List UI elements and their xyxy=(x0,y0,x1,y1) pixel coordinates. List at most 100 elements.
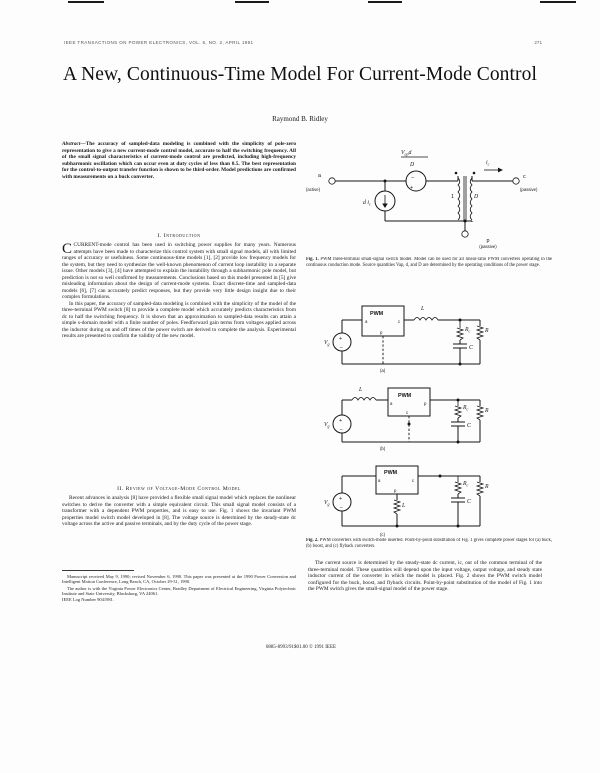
crop-mark xyxy=(368,1,402,3)
figure-1-p-labels: p (passive) xyxy=(458,238,518,249)
subfigure-label-b: (b) xyxy=(380,446,386,451)
terminal-p-node xyxy=(461,230,469,238)
label-terminal-a-sub: (active) xyxy=(306,187,321,192)
section-2-heading: II. Review of Voltage-Mode Control Model xyxy=(62,486,296,492)
pwm-node-a-b: a xyxy=(390,401,393,406)
section-1-number: I. xyxy=(157,233,162,239)
esr-c xyxy=(453,476,463,495)
transformer-primary xyxy=(457,177,461,221)
label-terminal-p-sub: (passive) xyxy=(479,244,497,249)
dropcap: C xyxy=(62,241,73,257)
label-turns-primary: 1 xyxy=(451,194,454,200)
junction-dot xyxy=(407,422,411,426)
label-vsource-value: Vapd xyxy=(401,150,412,157)
label-terminal-c-sub: (passive) xyxy=(520,187,538,192)
footnote-item: IEEE Log Number 9041981. xyxy=(62,597,114,603)
label-inductor-a: L xyxy=(420,306,424,312)
pwm-node-p-a: p xyxy=(380,330,383,335)
figure-2-caption-label: Fig. 2. xyxy=(306,538,319,543)
label-source-b: Vg xyxy=(324,422,330,429)
figure-1-caption-text: PWM three-terminal small-signal switch m… xyxy=(306,257,552,268)
subfigure-label-c: (c) xyxy=(380,532,386,537)
figure-2-caption-text: PWM converters with switch-mode inserted… xyxy=(306,538,553,549)
figure-1-caption-label: Fig. 1. xyxy=(306,257,319,262)
pwm-node-a-c: a xyxy=(378,478,381,483)
figure-1-schematic: a (active) − + Vapd D xyxy=(306,150,538,238)
voltage-source-symbol xyxy=(405,170,427,192)
figure-2a-buck: + − Vg PWM a c p L xyxy=(324,305,489,373)
section-1-heading: I. Introduction xyxy=(62,233,296,239)
junction-dot xyxy=(438,474,442,478)
label-vsource-denominator: D xyxy=(409,162,415,168)
inductor-b xyxy=(351,397,377,401)
label-source-a: Vg xyxy=(324,340,330,347)
section-1-p2: In this paper, the accuracy of sampled-d… xyxy=(62,300,296,340)
section-review: II. Review of Voltage-Mode Control Model… xyxy=(62,478,296,528)
crop-mark xyxy=(68,1,104,3)
figure-2: + − Vg PWM a c p L xyxy=(320,298,550,552)
label-terminal-c: c xyxy=(523,174,526,180)
pwm-label-b: PWM xyxy=(398,393,412,399)
abstract-label: Abstract— xyxy=(62,141,86,147)
label-esr-c: Rc xyxy=(462,481,469,488)
pwm-label-a: PWM xyxy=(370,311,384,317)
right-column-continuation: The current source is determined by the … xyxy=(308,560,542,593)
label-load-b: R xyxy=(484,408,489,414)
paragraph: In this paper, the accuracy of sampled-d… xyxy=(62,301,296,340)
footnotes: Manuscript received May 9, 1990; revised… xyxy=(62,574,296,603)
page-title: A New, Continuous-Time Model For Current… xyxy=(62,64,537,85)
load-b xyxy=(475,405,485,421)
subfigure-label-a: (a) xyxy=(380,368,386,373)
paragraph: Recent advances in analysis [8] have pro… xyxy=(62,495,296,528)
label-current-ic: ic xyxy=(486,160,490,167)
journal-header: IEEE TRANSACTIONS ON POWER ELECTRONICS, … xyxy=(64,40,254,45)
transformer-dot-primary xyxy=(454,171,458,175)
abstract: Abstract—The accuracy of sampled-data mo… xyxy=(62,141,296,180)
label-esr-b: Rc xyxy=(462,405,469,412)
copyright-line: 0885-8993/91$01.00 © 1991 IEEE xyxy=(265,645,337,650)
transformer-dot-secondary xyxy=(472,171,476,175)
source-polarity-plus-c: + xyxy=(339,496,342,502)
isource-arrow-head xyxy=(382,203,388,208)
terminal-a-node xyxy=(328,177,336,185)
label-source-c: Vg xyxy=(324,500,330,507)
section-1-title: Introduction xyxy=(163,233,201,239)
figure-2b-boost: + − Vg L PWM a p c xyxy=(324,387,489,451)
source-polarity-minus-b: − xyxy=(340,427,343,433)
current-ic-arrow-head xyxy=(498,167,503,173)
section-2-p1: Recent advances in analysis [8] have pro… xyxy=(62,495,296,527)
figure-2-caption: Fig. 2. PWM converters with switch-mode … xyxy=(306,538,552,549)
label-capacitor-b: C xyxy=(467,423,471,429)
pwm-node-a-a: a xyxy=(365,319,368,324)
inductor-c xyxy=(392,499,402,515)
label-capacitor-a: C xyxy=(469,345,473,351)
footnote-rule xyxy=(62,570,134,571)
figure-1-caption: Fig. 1. PWM three-terminal small-signal … xyxy=(306,257,552,268)
footnote-item: Manuscript received May 9, 1990; revised… xyxy=(62,574,296,585)
pwm-node-c-b: c xyxy=(406,410,409,415)
source-polarity-plus-b: + xyxy=(339,418,342,424)
load-a xyxy=(475,325,485,341)
label-inductor-c: L xyxy=(401,503,405,509)
junction-dot xyxy=(456,524,460,528)
footnote-item: The author is with the Virginia Power El… xyxy=(62,585,296,596)
inductor-a xyxy=(413,317,439,321)
terminal-c-node xyxy=(512,177,520,185)
label-terminal-a: a xyxy=(318,173,321,179)
source-polarity-minus-a: − xyxy=(340,345,343,351)
section-2-number: II. xyxy=(117,486,124,492)
esr-a xyxy=(455,320,465,341)
pwm-node-p-c: p xyxy=(394,488,397,493)
figure-2c-flyback: + − Vg PWM a c p xyxy=(324,465,489,537)
pwm-node-p-b: p xyxy=(424,401,427,406)
page-number: 271 xyxy=(534,40,542,45)
label-load-c: R xyxy=(484,484,489,490)
source-polarity-plus-a: + xyxy=(339,336,342,342)
pwm-label-c: PWM xyxy=(384,470,398,476)
vsource-polarity-minus: − xyxy=(411,175,414,181)
label-terminal-p: p xyxy=(486,238,490,244)
